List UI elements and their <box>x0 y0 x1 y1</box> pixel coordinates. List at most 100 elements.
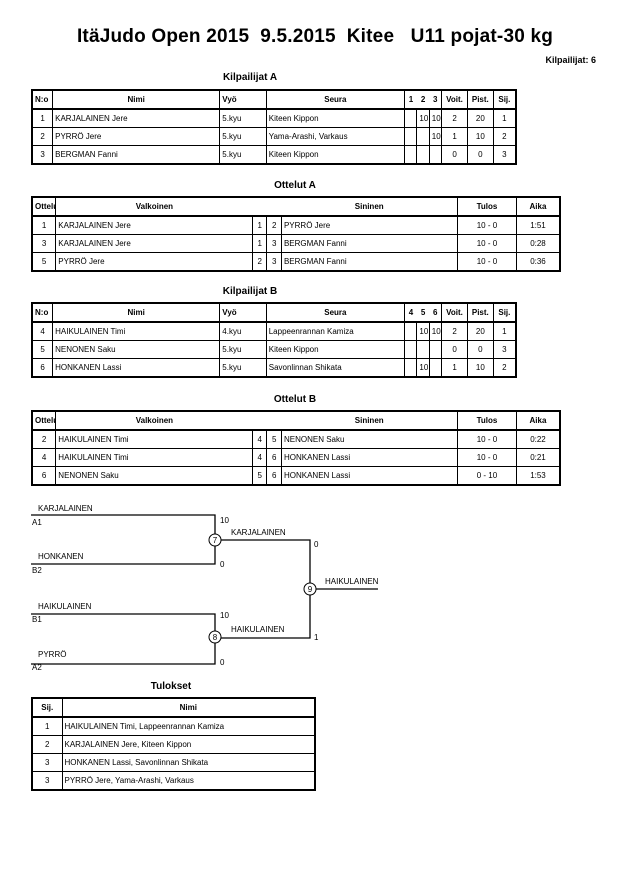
cell-place: 3 <box>492 340 517 359</box>
cell-white-no: 4 <box>251 448 268 467</box>
cell-place: 3 <box>31 753 63 772</box>
cell-blue-no: 5 <box>266 429 282 449</box>
cell-wins: 1 <box>441 127 468 146</box>
sf1-match-no: 7 <box>213 536 218 545</box>
page-title: ItäJudo Open 2015 9.5.2015 Kitee U11 poj… <box>76 26 554 47</box>
cell-time: 0:36 <box>515 252 561 272</box>
cell-time: 1:53 <box>515 466 561 486</box>
sf1-bot-name: HONKANEN <box>38 552 84 561</box>
table-row: 4 HAIKULAINEN Timi 4.kyu Lappeenrannan K… <box>31 321 517 341</box>
cell-result: 10 - 0 <box>456 252 517 272</box>
cell-points: 0 <box>466 145 494 165</box>
col-header: 3 <box>429 89 443 110</box>
cell-blue-no: 2 <box>266 215 282 235</box>
table-row: 2 HAIKULAINEN Timi 4 5 NENONEN Saku 10 -… <box>31 429 561 449</box>
cell-score: 10 <box>416 108 430 128</box>
sf1-top-score: 10 <box>220 516 229 525</box>
sf2-match-no: 8 <box>213 633 218 642</box>
cell-club: Savonlinnan Shikata <box>265 358 406 378</box>
cell-points: 20 <box>466 108 494 128</box>
cell-score <box>428 340 443 359</box>
cell-score <box>404 321 418 341</box>
table-row: 3 HONKANEN Lassi, Savonlinnan Shikata <box>31 753 316 772</box>
col-header: Tulos <box>456 196 517 217</box>
col-header <box>266 196 282 217</box>
cell-blue: NENONEN Saku <box>280 429 458 449</box>
sf1-bot-seed: B2 <box>32 566 42 575</box>
col-header: Sij. <box>492 89 517 110</box>
bracket-line <box>215 539 311 589</box>
table-row: 3 PYRRÖ Jere, Yama-Arashi, Varkaus <box>31 771 316 791</box>
cell-white-no: 1 <box>251 234 268 253</box>
table-row: 5 NENONEN Saku 5.kyu Kiteen Kippon 0 0 3 <box>31 340 517 359</box>
col-header: Sij. <box>492 302 517 323</box>
table-row: 1 KARJALAINEN Jere 1 2 PYRRÖ Jere 10 - 0… <box>31 215 561 235</box>
cell-white-no: 5 <box>251 466 268 486</box>
cell-name: PYRRÖ Jere, Yama-Arashi, Varkaus <box>61 771 316 791</box>
col-header: N:o <box>31 89 54 110</box>
sf2-bot-seed: A2 <box>32 663 42 672</box>
cell-time: 0:22 <box>515 429 561 449</box>
cell-result: 10 - 0 <box>456 448 517 467</box>
cell-no: 3 <box>31 145 54 165</box>
cell-score: 10 <box>428 127 443 146</box>
col-header: Voit. <box>441 89 468 110</box>
cell-match: 4 <box>31 448 57 467</box>
cell-result: 10 - 0 <box>456 215 517 235</box>
cell-blue: PYRRÖ Jere <box>280 215 458 235</box>
cell-score: 10 <box>416 321 430 341</box>
cell-club: Kiteen Kippon <box>265 108 406 128</box>
cell-blue-no: 6 <box>266 466 282 486</box>
cell-club: Kiteen Kippon <box>265 340 406 359</box>
cell-white-no: 2 <box>251 252 268 272</box>
cell-place: 2 <box>492 127 517 146</box>
cell-wins: 0 <box>441 145 468 165</box>
cell-no: 1 <box>31 108 54 128</box>
cell-blue-no: 3 <box>266 234 282 253</box>
cell-name: HONKANEN Lassi, Savonlinnan Shikata <box>61 753 316 772</box>
cell-name: HONKANEN Lassi <box>52 358 221 378</box>
table-row: 4 HAIKULAINEN Timi 4 6 HONKANEN Lassi 10… <box>31 448 561 467</box>
cell-place: 1 <box>31 716 63 736</box>
cell-place: 1 <box>492 321 517 341</box>
cell-wins: 2 <box>441 108 468 128</box>
cell-score <box>416 340 430 359</box>
col-header <box>266 410 282 431</box>
col-header: Sij. <box>31 697 63 718</box>
cell-blue: BERGMAN Fanni <box>280 252 458 272</box>
cell-match: 1 <box>31 215 57 235</box>
matches-b-table: Ottelu Valkoinen Sininen Tulos Aika 2 HA… <box>31 410 561 486</box>
col-header: Sininen <box>281 410 458 431</box>
cell-name: HAIKULAINEN Timi <box>52 321 221 341</box>
cell-place: 3 <box>492 145 517 165</box>
cell-belt: 5.kyu <box>219 340 267 359</box>
matches-b-header-row: Ottelu Valkoinen Sininen Tulos Aika <box>31 410 561 431</box>
cell-name: BERGMAN Fanni <box>52 145 221 165</box>
cell-club: Yama-Arashi, Varkaus <box>265 127 406 146</box>
cell-blue: BERGMAN Fanni <box>280 234 458 253</box>
cell-belt: 4.kyu <box>219 321 267 341</box>
cell-score <box>404 127 418 146</box>
col-header: Nimi <box>52 302 221 323</box>
col-header: Nimi <box>61 697 316 718</box>
col-header <box>252 410 267 431</box>
cell-score <box>428 145 443 165</box>
cell-name: NENONEN Saku <box>52 340 221 359</box>
col-header: 4 <box>404 302 417 323</box>
table-row: 3 BERGMAN Fanni 5.kyu Kiteen Kippon 0 0 … <box>31 145 517 165</box>
cell-blue-no: 3 <box>266 252 282 272</box>
cell-belt: 5.kyu <box>219 108 267 128</box>
cell-no: 4 <box>31 321 54 341</box>
cell-wins: 2 <box>441 321 468 341</box>
col-header: Sininen <box>281 196 458 217</box>
final-match-no: 9 <box>308 585 313 594</box>
col-header: Seura <box>265 89 406 110</box>
cell-place: 3 <box>31 771 63 791</box>
cell-no: 5 <box>31 340 54 359</box>
cell-score: 10 <box>416 358 430 378</box>
matches-a-table: Ottelu Valkoinen Sininen Tulos Aika 1 KA… <box>31 196 561 272</box>
pool-a-heading: Kilpailijat A <box>222 72 278 83</box>
cell-points: 20 <box>466 321 494 341</box>
bracket-line <box>215 588 378 639</box>
cell-time: 0:28 <box>515 234 561 253</box>
